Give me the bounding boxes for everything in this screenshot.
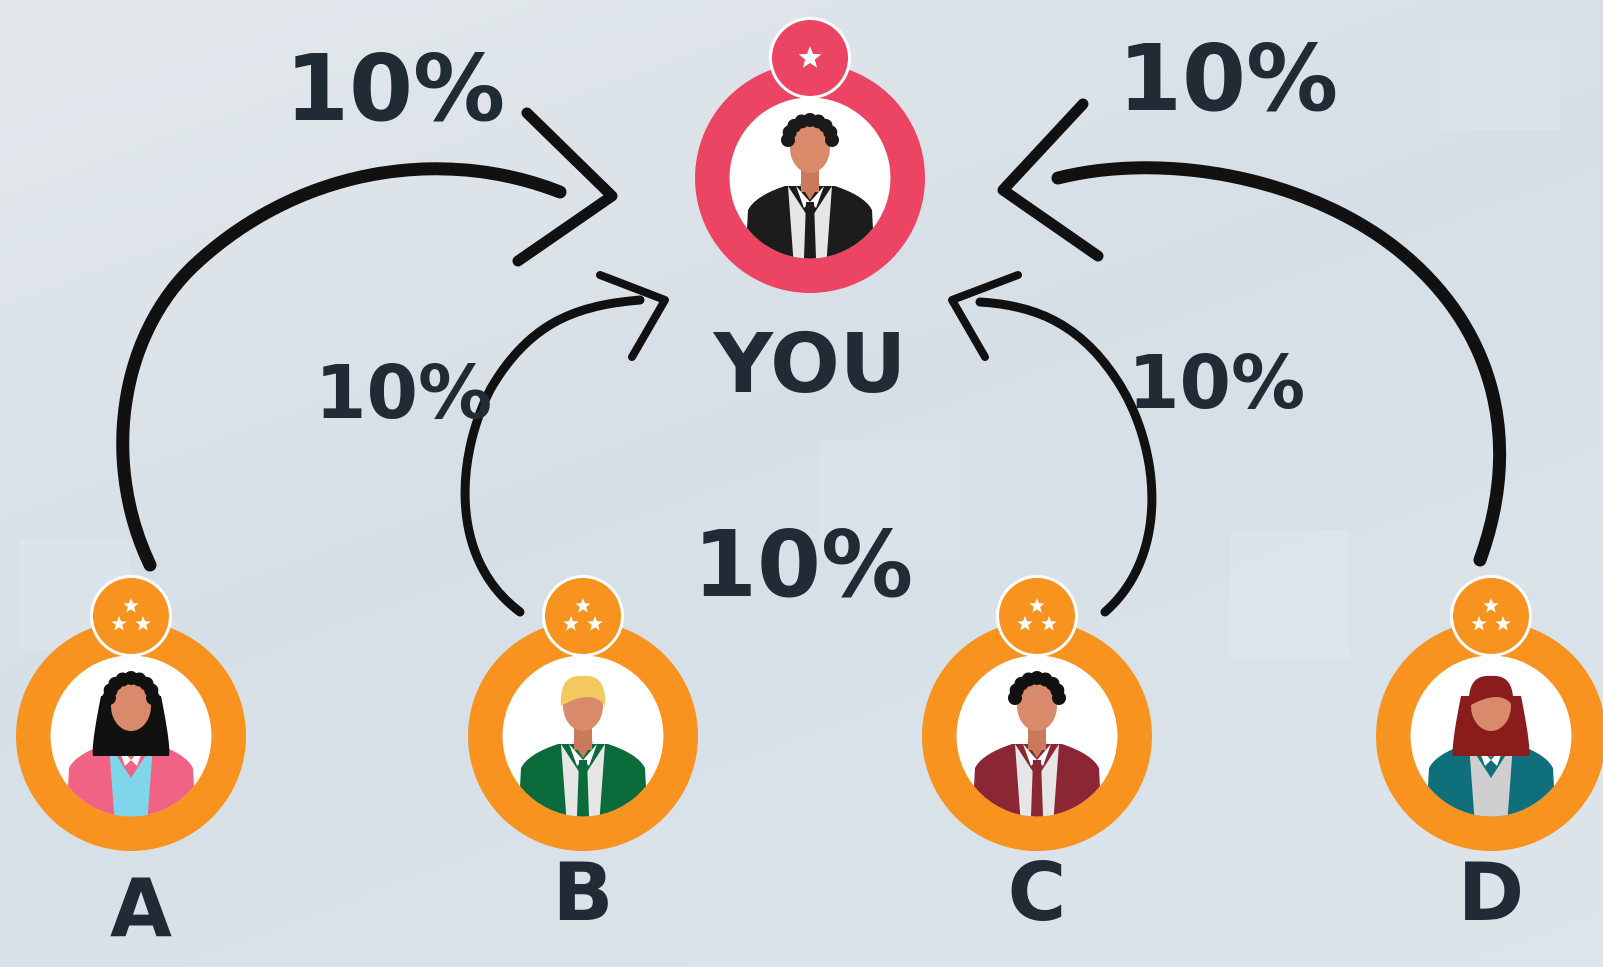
star-icon bbox=[1029, 598, 1045, 613]
star-icon bbox=[1041, 616, 1057, 631]
percent-label-a: 10% bbox=[285, 35, 505, 142]
node-b-avatar-icon bbox=[518, 675, 648, 817]
percent-label-c: 10% bbox=[1128, 340, 1305, 426]
arrow-d-to-you bbox=[1051, 161, 1507, 567]
arrow-a-to-you bbox=[116, 162, 567, 572]
node-a bbox=[16, 575, 246, 851]
star-icon bbox=[111, 616, 127, 631]
member-label-d: D bbox=[1458, 846, 1524, 939]
member-label-a: A bbox=[110, 862, 172, 955]
node-a-star-badge bbox=[93, 578, 169, 654]
nodes bbox=[16, 17, 1603, 851]
star-icon bbox=[1471, 616, 1487, 631]
you-label: YOU bbox=[713, 317, 907, 412]
node-you-avatar-icon bbox=[745, 113, 875, 259]
arrow-d-head bbox=[997, 98, 1104, 262]
star-icon bbox=[587, 616, 603, 631]
percent-label-b: 10% bbox=[315, 350, 492, 436]
arrow-b-head bbox=[596, 271, 669, 361]
arrow-b-to-you bbox=[460, 295, 645, 617]
star-icon bbox=[1483, 598, 1499, 613]
node-a-avatar-icon bbox=[66, 671, 196, 817]
percent-label-center: 10% bbox=[693, 511, 913, 618]
star-icon bbox=[123, 598, 139, 613]
percent-labels: 10% 10% 10% 10% 10% bbox=[285, 25, 1338, 618]
node-c-avatar-icon bbox=[972, 671, 1102, 817]
star-icon bbox=[575, 598, 591, 613]
member-label-c: C bbox=[1008, 846, 1067, 939]
arrows bbox=[116, 98, 1507, 617]
star-icon bbox=[1495, 616, 1511, 631]
member-label-b: B bbox=[553, 846, 614, 939]
member-labels: A B C D bbox=[110, 846, 1524, 955]
arrow-c-head bbox=[948, 271, 1022, 361]
node-c-star-badge bbox=[999, 578, 1075, 654]
arrow-c-to-you bbox=[975, 297, 1157, 617]
star-icon bbox=[135, 616, 151, 631]
star-icon bbox=[563, 616, 579, 631]
star-icon bbox=[798, 46, 822, 68]
node-b bbox=[468, 575, 698, 851]
star-icon bbox=[1017, 616, 1033, 631]
node-d bbox=[1376, 575, 1603, 851]
node-d-star-badge bbox=[1453, 578, 1529, 654]
node-you bbox=[695, 17, 925, 293]
percent-label-d: 10% bbox=[1118, 25, 1338, 132]
arrow-a-head bbox=[512, 107, 618, 267]
node-b-star-badge bbox=[545, 578, 621, 654]
node-c bbox=[922, 575, 1152, 851]
node-d-avatar-icon bbox=[1426, 675, 1556, 817]
